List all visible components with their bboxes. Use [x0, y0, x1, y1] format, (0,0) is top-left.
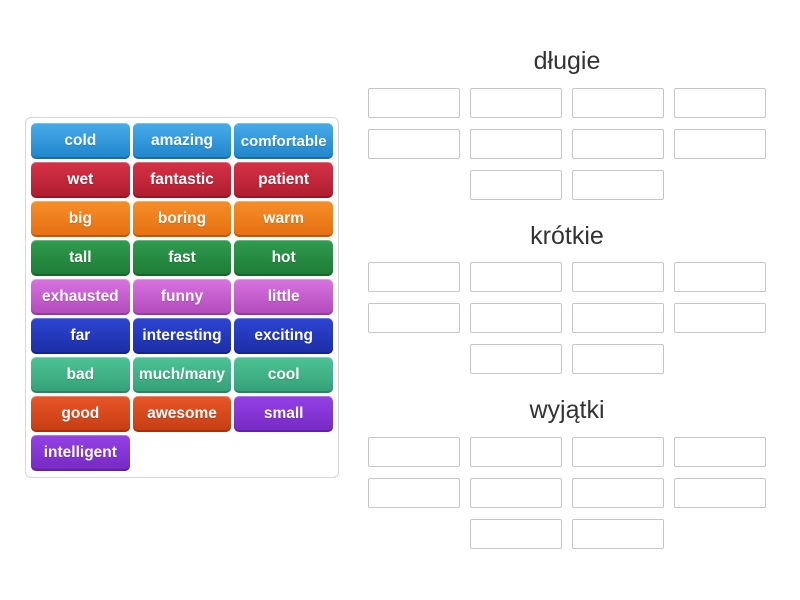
drop-slot[interactable] [572, 477, 664, 508]
word-tile-label: warm [263, 210, 304, 227]
drop-slot[interactable] [368, 262, 460, 292]
drop-slot[interactable] [368, 303, 460, 333]
drop-slot[interactable] [470, 87, 562, 118]
word-tile-label: far [70, 327, 91, 344]
group-slots [368, 436, 766, 549]
drop-slot[interactable] [572, 436, 664, 467]
drop-slot[interactable] [470, 128, 562, 159]
drop-slot[interactable] [470, 436, 562, 467]
drop-slot[interactable] [368, 436, 460, 467]
word-tile-label: big [68, 210, 92, 227]
word-tile[interactable]: bad [31, 357, 130, 393]
word-tile-label: comfortable [240, 132, 327, 150]
drop-slot[interactable] [470, 303, 562, 333]
groups-area: długie krótkie wyjątki [368, 47, 766, 572]
word-tile-label: fast [168, 249, 196, 266]
word-tile[interactable]: patient [234, 162, 333, 198]
word-tile[interactable]: boring [132, 201, 232, 237]
word-tile[interactable]: little [234, 279, 333, 315]
word-tile[interactable]: comfortable [234, 123, 333, 159]
word-tile[interactable]: exhausted [31, 279, 130, 315]
word-tile[interactable]: tall [31, 240, 130, 276]
word-tile-label: exhausted [41, 288, 119, 305]
group-krotkie: krótkie [368, 221, 766, 374]
drop-slot[interactable] [674, 477, 766, 508]
word-tile-label: bad [66, 366, 95, 383]
word-tile[interactable]: fantastic [132, 162, 232, 198]
word-tile-label: funny [160, 288, 204, 305]
drop-slot[interactable] [674, 87, 766, 118]
word-tile[interactable]: cold [31, 123, 130, 159]
drop-slot[interactable] [470, 344, 562, 374]
word-tile[interactable]: funny [132, 279, 232, 315]
word-tile-label: intelligent [43, 444, 117, 461]
group-title: krótkie [530, 221, 604, 250]
word-tile-label: cool [267, 366, 300, 383]
word-tile[interactable]: big [31, 201, 130, 237]
drop-slot[interactable] [674, 303, 766, 333]
drop-slot[interactable] [674, 262, 766, 292]
word-tile-label: boring [157, 210, 207, 227]
word-tile[interactable]: good [31, 396, 130, 432]
drop-slot[interactable] [368, 128, 460, 159]
drop-slot[interactable] [674, 128, 766, 159]
word-tile[interactable]: awesome [132, 396, 232, 432]
word-tile[interactable]: warm [234, 201, 333, 237]
drop-slot[interactable] [470, 169, 562, 200]
word-tile-label: little [267, 288, 300, 305]
word-tile[interactable]: amazing [132, 123, 232, 159]
drop-slot[interactable] [572, 344, 664, 374]
word-tile-label: cold [64, 132, 97, 149]
drop-slot[interactable] [572, 303, 664, 333]
word-tile-label: hot [271, 249, 296, 266]
group-title: wyjątki [529, 396, 605, 424]
word-tile[interactable]: much/many [132, 357, 232, 393]
word-tile[interactable]: cool [234, 357, 333, 393]
group-slots [368, 87, 766, 200]
word-tile[interactable]: exciting [234, 318, 333, 354]
word-tile-label: good [61, 405, 100, 422]
drop-slot[interactable] [572, 518, 664, 549]
word-tile[interactable]: intelligent [31, 435, 130, 471]
group-slots [368, 262, 766, 374]
group-wyjatki: wyjątki [368, 396, 766, 549]
drop-slot[interactable] [572, 128, 664, 159]
word-tile-label: awesome [147, 405, 217, 422]
word-tile[interactable]: interesting [132, 318, 232, 354]
word-tile-label: tall [69, 249, 92, 266]
word-tile[interactable]: wet [31, 162, 130, 198]
drop-slot[interactable] [470, 518, 562, 549]
word-bank: cold amazing comfortable wet fantastic patien… [25, 117, 339, 478]
word-tile-label: patient [258, 171, 310, 188]
word-tile-label: much/many [138, 366, 226, 383]
word-tile-label: exciting [254, 327, 313, 344]
word-tile[interactable]: far [31, 318, 130, 354]
drop-slot[interactable] [572, 169, 664, 200]
word-tile[interactable]: hot [234, 240, 333, 276]
drop-slot[interactable] [470, 262, 562, 292]
word-tile[interactable]: fast [132, 240, 232, 276]
word-tile-label: interesting [142, 327, 222, 344]
word-tile-label: small [263, 405, 304, 422]
drop-slot[interactable] [572, 87, 664, 118]
word-tile-label: amazing [150, 132, 213, 149]
group-title: długie [533, 47, 601, 75]
drop-slot[interactable] [674, 436, 766, 467]
drop-slot[interactable] [368, 477, 460, 508]
group-dlugie: długie [368, 47, 766, 200]
drop-slot[interactable] [368, 87, 460, 118]
drop-slot[interactable] [572, 262, 664, 292]
word-tile[interactable]: small [234, 396, 333, 432]
word-tile-label: fantastic [150, 171, 214, 188]
word-tile-label: wet [67, 171, 94, 188]
drop-slot[interactable] [470, 477, 562, 508]
